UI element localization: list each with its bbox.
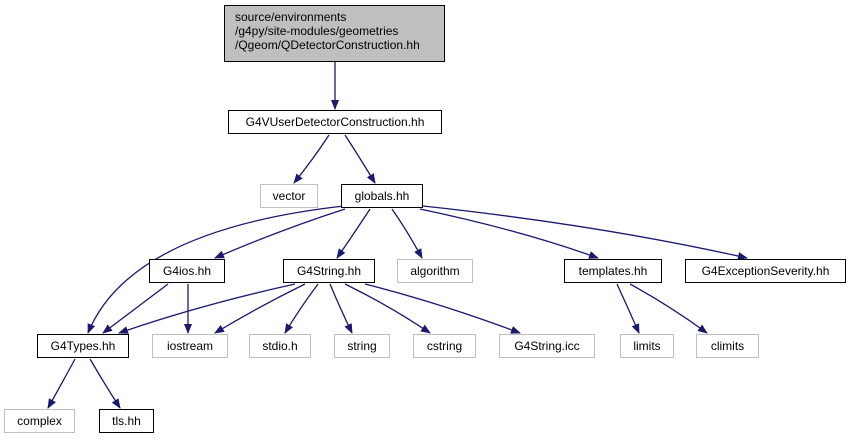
edge-g4ios-g4types	[102, 283, 169, 334]
node-templates[interactable]: templates.hh	[564, 259, 662, 283]
node-g4vuserdetectorconstruction[interactable]: G4VUserDetectorConstruction.hh	[228, 110, 442, 134]
edge-g4string-stdio	[284, 283, 319, 334]
edge-globals-templates	[419, 208, 599, 259]
edge-globals-algorithm	[391, 208, 423, 259]
node-iostream: iostream	[152, 334, 228, 358]
node-g4exceptionseverity[interactable]: G4ExceptionSeverity.hh	[685, 259, 846, 283]
edge-templates-limits	[616, 283, 640, 334]
node-g4string[interactable]: G4String.hh	[283, 259, 375, 283]
edge-g4vuser-globals	[344, 134, 376, 184]
edge-globals-g4exception	[422, 205, 748, 260]
root-line-2: /g4py/site-modules/geometries	[235, 24, 399, 38]
node-cstring: cstring	[413, 334, 476, 358]
node-climits: climits	[696, 334, 759, 358]
node-algorithm: algorithm	[397, 259, 473, 283]
edge-globals-g4string	[336, 208, 371, 259]
node-complex: complex	[4, 409, 75, 433]
root-line-1: source/environments	[235, 10, 347, 24]
edge-g4types-tls	[89, 358, 121, 409]
node-g4types[interactable]: G4Types.hh	[37, 334, 129, 358]
edge-g4string-cstring	[344, 283, 431, 334]
node-vector: vector	[260, 184, 318, 208]
node-qdetectorconstruction: source/environments /g4py/site-modules/g…	[224, 5, 445, 62]
node-globals[interactable]: globals.hh	[341, 184, 423, 208]
node-g4ios[interactable]: G4ios.hh	[149, 259, 225, 283]
edge-g4string-string	[329, 283, 353, 334]
node-g4string-icc: G4String.icc	[499, 334, 595, 358]
edge-g4types-complex	[47, 358, 76, 409]
node-string: string	[334, 334, 390, 358]
edge-globals-g4ios	[214, 208, 346, 259]
edge-g4string-g4types	[118, 283, 296, 334]
node-limits: limits	[620, 334, 674, 358]
node-tls[interactable]: tls.hh	[99, 409, 154, 433]
node-stdio: stdio.h	[249, 334, 311, 358]
root-line-3: /Qgeom/QDetectorConstruction.hh	[235, 38, 420, 52]
edge-g4string-g4stringicc	[364, 283, 521, 334]
edge-g4vuser-vector	[293, 134, 330, 184]
edge-g4string-iostream	[214, 283, 306, 334]
edge-templates-climits	[629, 283, 708, 334]
edge-globals-g4types	[87, 205, 345, 334]
